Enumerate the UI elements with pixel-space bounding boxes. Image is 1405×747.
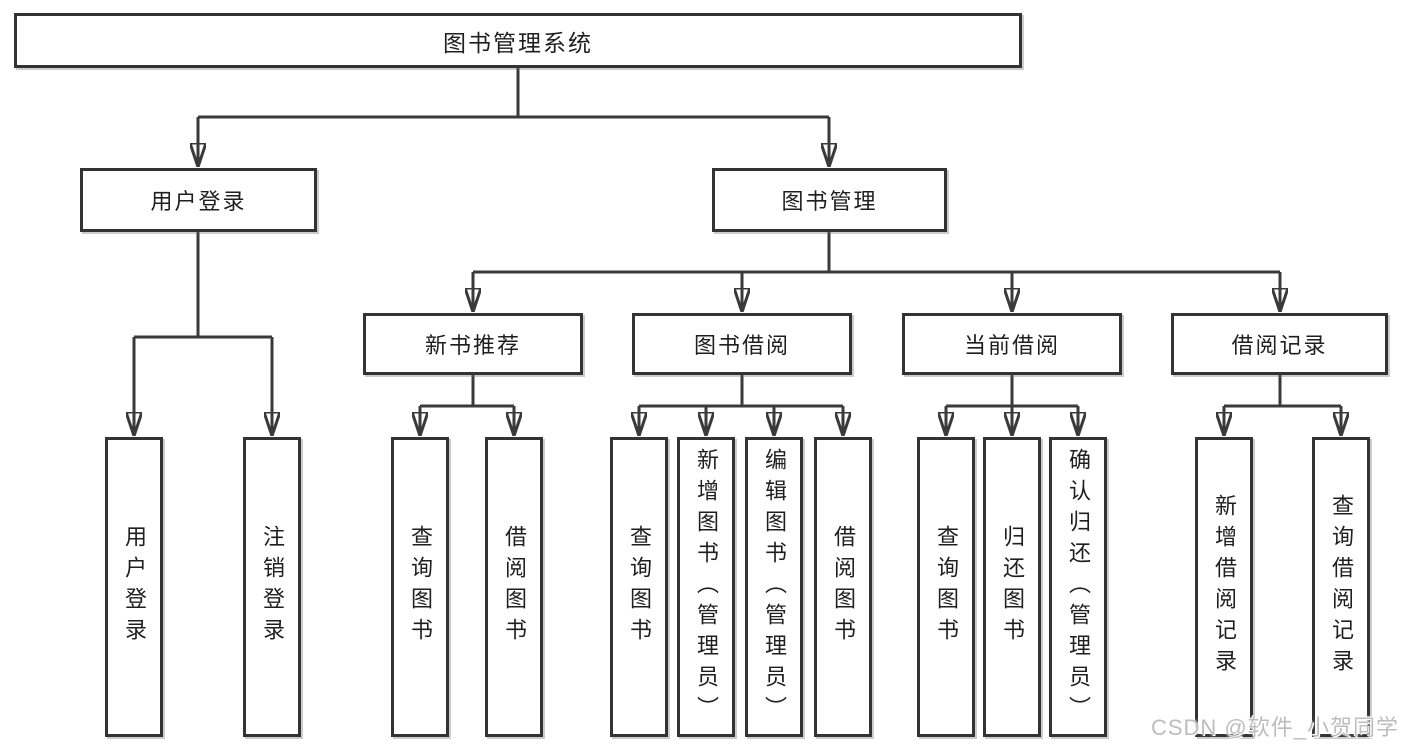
leaf-query-borrow-record-label: 查询借阅记录 xyxy=(1329,494,1354,680)
leaf-query-book-3: 查询图书 xyxy=(917,437,975,737)
leaf-add-borrow-record: 新增借阅记录 xyxy=(1195,437,1253,737)
leaf-logout: 注销登录 xyxy=(243,437,301,737)
node-book-borrow: 图书借阅 xyxy=(632,313,852,375)
leaf-return-book: 归还图书 xyxy=(983,437,1041,737)
node-borrow-records: 借阅记录 xyxy=(1171,313,1388,375)
leaf-query-book-3-label: 查询图书 xyxy=(934,525,959,649)
leaf-logout-label: 注销登录 xyxy=(260,525,285,649)
leaf-user-login: 用户登录 xyxy=(105,437,163,737)
leaf-query-book-2-label: 查询图书 xyxy=(627,525,652,649)
leaf-borrow-book-1-label: 借阅图书 xyxy=(502,525,527,649)
leaf-query-book-1-label: 查询图书 xyxy=(408,525,433,649)
leaf-borrow-book-2-label: 借阅图书 xyxy=(831,525,856,649)
node-user-login-label: 用户登录 xyxy=(150,189,247,214)
leaf-add-book: 新增图书（管理员） xyxy=(677,437,735,737)
leaf-edit-book: 编辑图书（管理员） xyxy=(745,437,803,737)
csdn-watermark: CSDN @软件_小贺同学 xyxy=(1150,715,1399,740)
connector-borrow-records-to-leaves xyxy=(1224,375,1341,435)
leaf-query-book-1: 查询图书 xyxy=(391,437,449,737)
node-user-login: 用户登录 xyxy=(80,168,317,232)
connector-book-management-to-level3 xyxy=(473,232,1280,311)
connector-current-borrow-to-leaves xyxy=(946,375,1078,435)
node-borrow-records-label: 借阅记录 xyxy=(1231,333,1328,358)
leaf-user-login-label: 用户登录 xyxy=(122,525,147,649)
node-new-book-recommend-label: 新书推荐 xyxy=(424,333,521,358)
connector-user-login-to-leaves xyxy=(134,232,272,435)
node-new-book-recommend: 新书推荐 xyxy=(363,313,583,375)
leaf-return-book-label: 归还图书 xyxy=(1000,525,1025,649)
leaf-query-borrow-record: 查询借阅记录 xyxy=(1312,437,1370,737)
node-root: 图书管理系统 xyxy=(14,13,1022,68)
node-book-borrow-label: 图书借阅 xyxy=(693,333,790,358)
leaf-confirm-return-label: 确认归还（管理员） xyxy=(1066,447,1091,727)
leaf-edit-book-label: 编辑图书（管理员） xyxy=(762,447,787,727)
connector-new-book-recommend-to-leaves xyxy=(420,375,514,435)
leaf-query-book-2: 查询图书 xyxy=(610,437,668,737)
leaf-add-borrow-record-label: 新增借阅记录 xyxy=(1212,494,1237,680)
leaf-confirm-return: 确认归还（管理员） xyxy=(1049,437,1107,737)
node-book-management-label: 图书管理 xyxy=(781,189,878,214)
leaf-borrow-book-2: 借阅图书 xyxy=(814,437,872,737)
node-book-management: 图书管理 xyxy=(712,168,947,232)
node-current-borrow-label: 当前借阅 xyxy=(963,333,1060,358)
node-current-borrow: 当前借阅 xyxy=(902,313,1122,375)
connector-book-borrow-to-leaves xyxy=(639,375,843,435)
connector-root-to-level2 xyxy=(198,68,829,166)
node-root-label: 图书管理系统 xyxy=(443,29,593,56)
leaf-add-book-label: 新增图书（管理员） xyxy=(694,447,719,727)
leaf-borrow-book-1: 借阅图书 xyxy=(485,437,543,737)
